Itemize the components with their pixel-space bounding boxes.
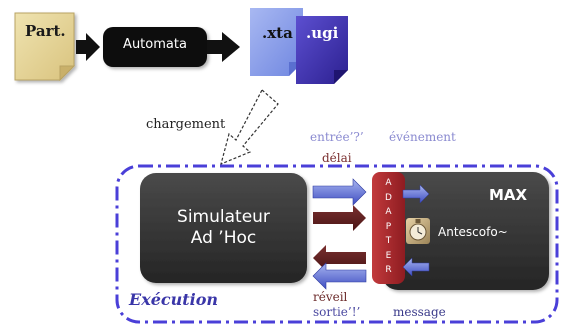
part-label: Part. — [25, 22, 66, 40]
adapter-label: A D A P T E R — [372, 176, 405, 278]
simulator-box — [140, 173, 307, 283]
adapter-letter: T — [385, 236, 392, 246]
max-title: MAX — [489, 186, 528, 204]
simulator-line1: Simulateur — [177, 207, 270, 227]
message-arrow — [402, 257, 430, 277]
input-label: entrée’?’ — [310, 130, 364, 144]
part-document — [14, 12, 76, 82]
output-arrow — [312, 262, 367, 290]
wakeup-label: réveil — [313, 290, 348, 304]
xta-file-shape — [250, 8, 303, 76]
wakeup-arrow — [313, 245, 366, 271]
automata-label: Automata — [123, 37, 187, 52]
antescofo-label: Antescofo~ — [438, 225, 508, 239]
simulator-title: Simulateur Ad ’Hoc — [140, 207, 307, 249]
event-label: événement — [389, 130, 456, 144]
event-arrow — [402, 184, 430, 204]
automata-box — [103, 27, 207, 67]
delay-arrow — [313, 205, 366, 231]
adapter-letter: P — [385, 221, 392, 232]
adapter-letter: E — [385, 250, 392, 261]
message-label: message — [393, 305, 446, 319]
ugi-file-shape — [296, 16, 348, 84]
adapter-letter: A — [385, 178, 392, 188]
adapter-letter: R — [385, 265, 392, 275]
adapter-strip — [372, 172, 405, 284]
arrow-part-to-automata — [76, 33, 100, 61]
execution-region — [115, 164, 559, 324]
input-arrow — [312, 178, 367, 206]
execution-label: Exécution — [129, 290, 219, 309]
output-label: sortie’!’ — [313, 305, 361, 319]
max-box — [382, 172, 549, 290]
adapter-letter: D — [385, 192, 392, 203]
delay-label: délai — [322, 151, 352, 165]
clock-icon — [406, 218, 430, 244]
simulator-line2: Ad ’Hoc — [190, 228, 257, 248]
ugi-label: .ugi — [306, 24, 339, 42]
loading-label: chargement — [146, 117, 226, 132]
xta-label: .xta — [262, 24, 293, 42]
arrow-automata-to-files — [207, 32, 240, 62]
loading-arrow — [220, 89, 279, 166]
adapter-letter: A — [385, 207, 392, 217]
